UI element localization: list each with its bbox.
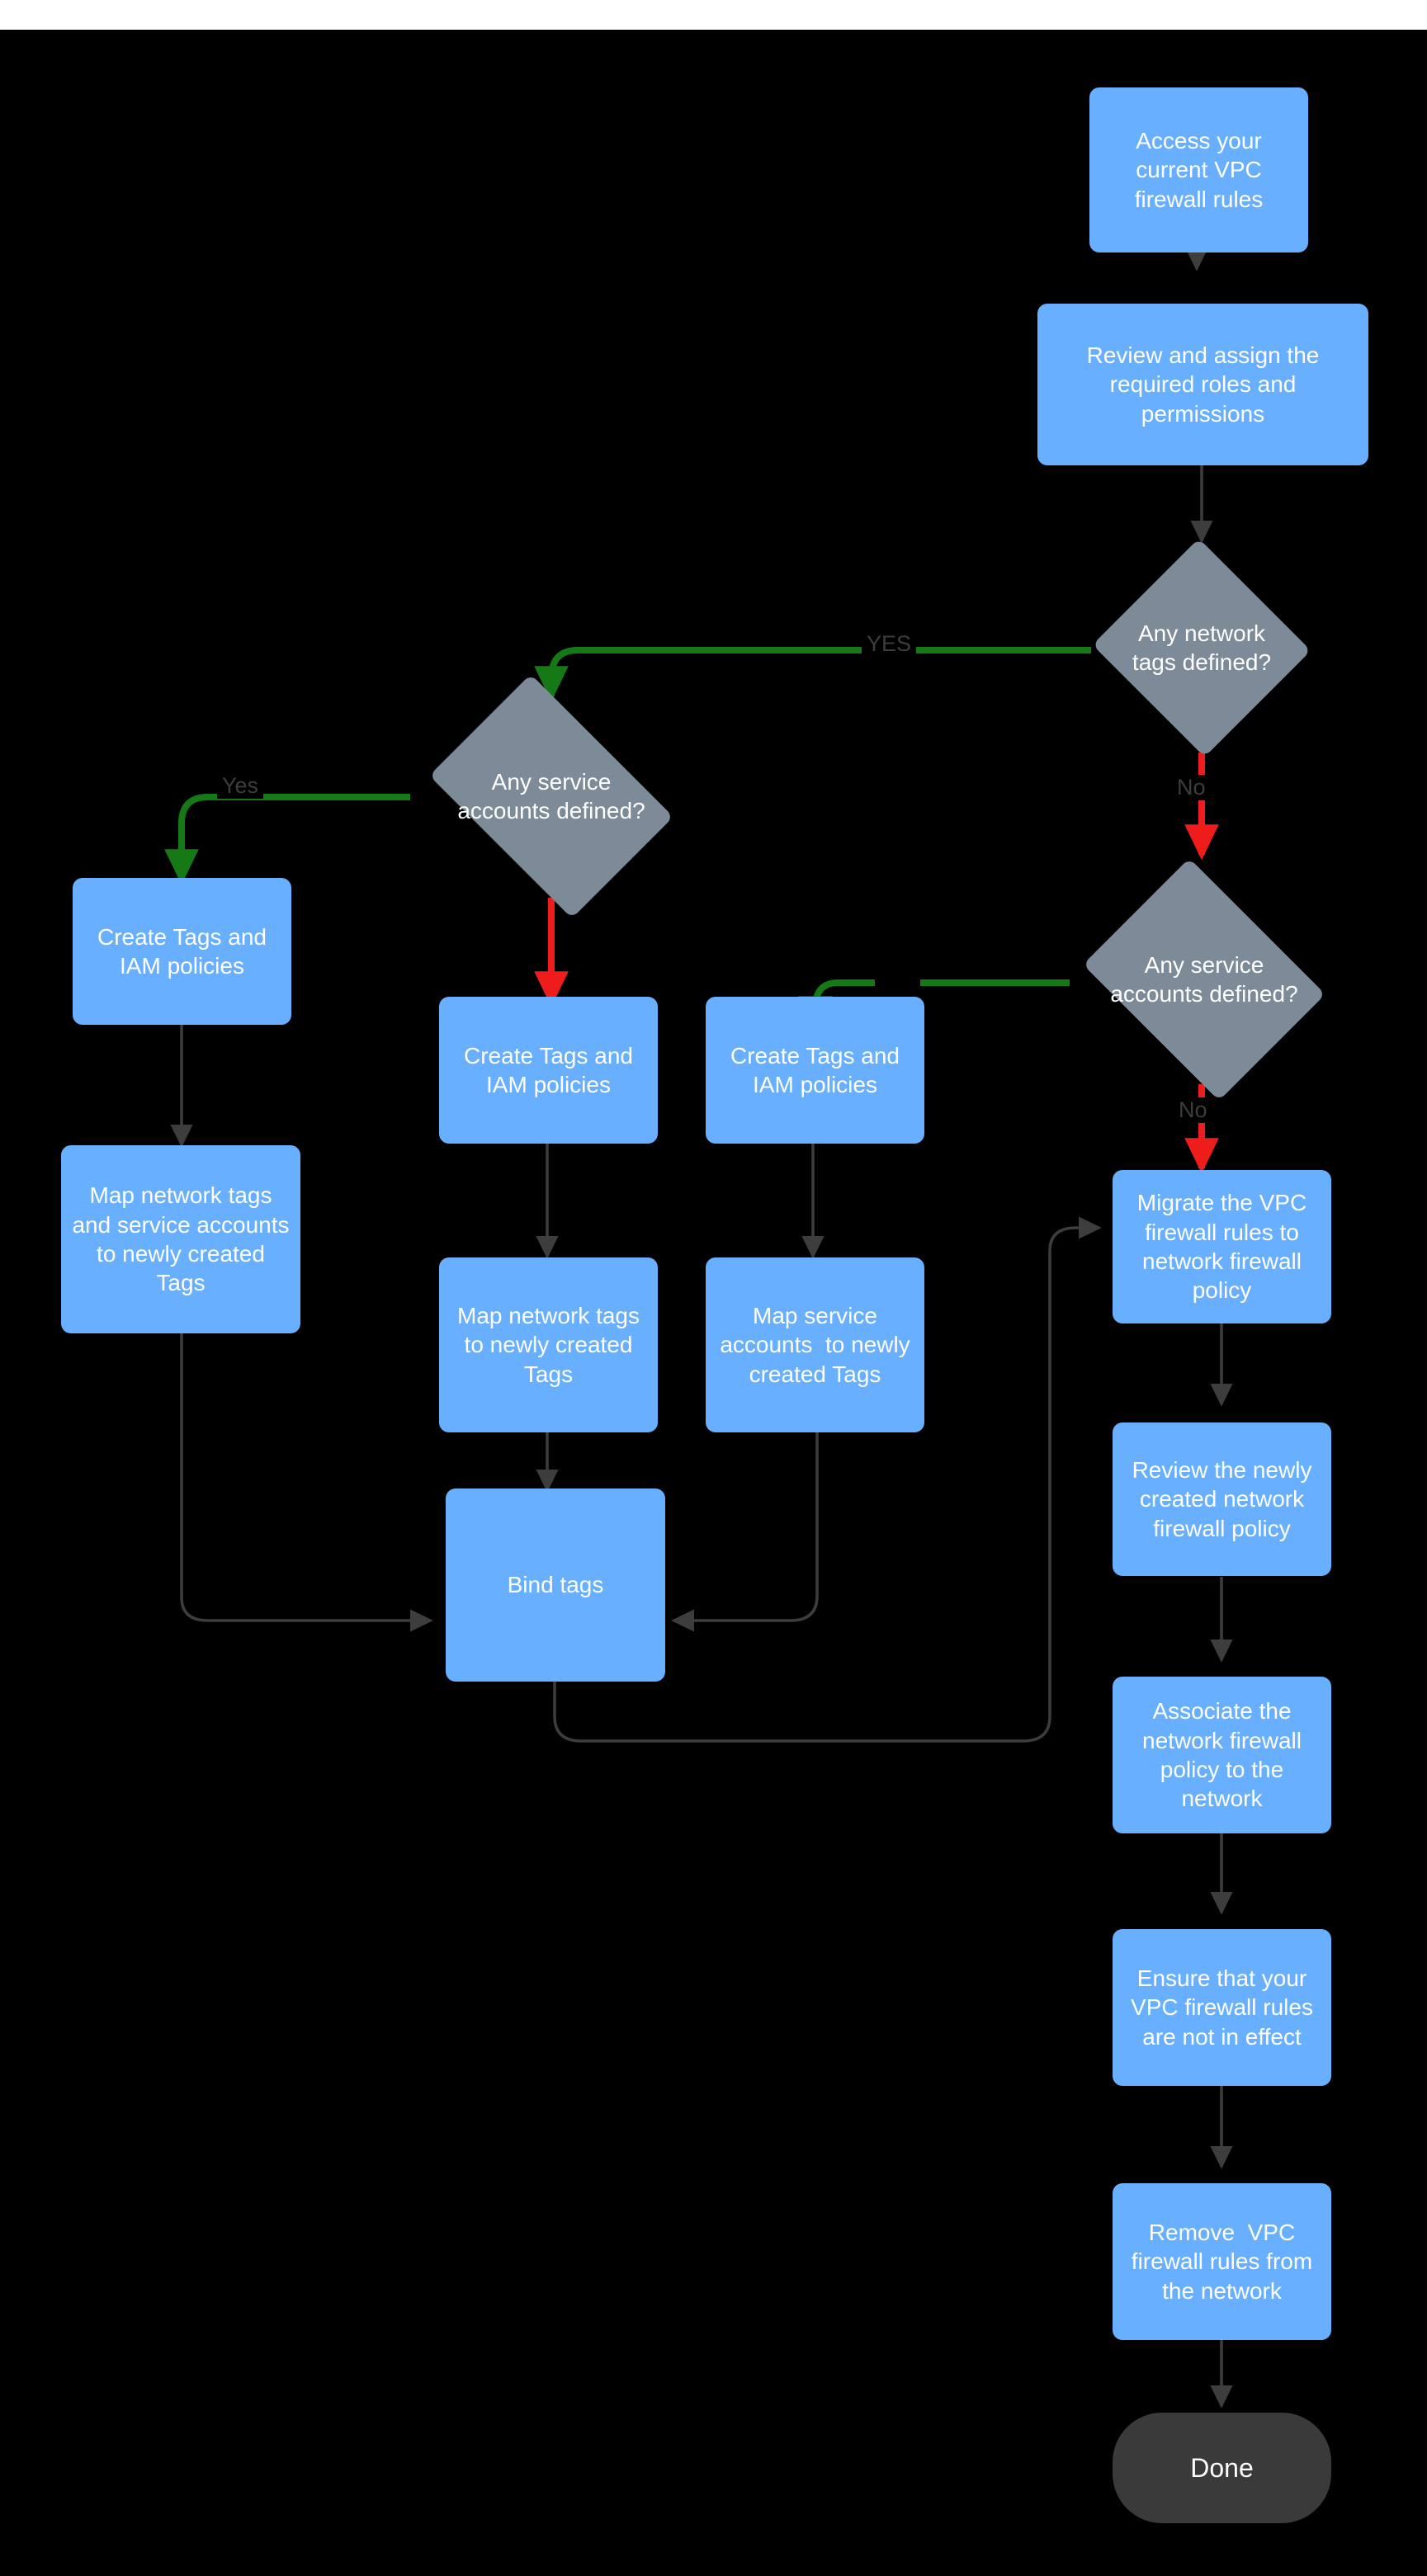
edge-service-decision-left-yes [164,794,410,885]
node-map-service-accounts[interactable]: Map service accounts to newly created Ta… [706,1257,924,1432]
node-review-assign-roles[interactable]: Review and assign the required roles and… [1037,304,1368,465]
node-create-tags-iam-c[interactable]: Create Tags and IAM policies [706,997,924,1144]
node-label: Map network tags and service accounts to… [72,1182,296,1296]
node-decision-network-tags[interactable]: Any network tags defined? [1089,538,1314,757]
node-map-network-tags[interactable]: Map network tags to newly created Tags [439,1257,658,1432]
node-label: Create Tags and IAM policies [730,1042,906,1097]
flowchart-stage: Access your current VPC firewall rules R… [0,30,1427,2576]
node-label: Any network tags defined? [1132,620,1272,675]
node-label: Map service accounts to newly created Ta… [720,1303,917,1387]
edge-map-c-to-bind-tags [671,1432,819,1632]
node-label: Associate the network firewall policy to… [1142,1698,1308,1812]
node-label: Any service accounts defined? [1110,951,1298,1007]
node-label: Create Tags and IAM policies [464,1042,640,1097]
node-decision-service-accounts-right[interactable]: Any service accounts defined? [1068,858,1340,1101]
node-review-new-policy[interactable]: Review the newly created network firewal… [1113,1422,1331,1576]
node-access-vpc-firewall-rules[interactable]: Access your current VPC firewall rules [1089,87,1308,252]
edge-label-text: YES [867,631,912,656]
node-create-tags-iam-a[interactable]: Create Tags and IAM policies [73,878,291,1025]
edge-label-service-accounts-right-no: No [1174,1097,1212,1123]
node-label: Review and assign the required roles and… [1086,342,1326,427]
edge-label-network-tags-no: No [1172,775,1211,800]
node-decision-service-accounts-left[interactable]: Any service accounts defined? [409,674,694,918]
edge-label-service-accounts-left-yes: Yes [217,773,264,799]
node-remove-vpc-rules[interactable]: Remove VPC firewall rules from the netwo… [1113,2183,1331,2340]
node-map-network-tags-and-service-accounts[interactable]: Map network tags and service accounts to… [61,1145,300,1333]
node-done[interactable]: Done [1113,2413,1331,2523]
node-label: Done [1190,2452,1254,2483]
node-label: Map network tags to newly created Tags [457,1303,646,1387]
node-label: Remove VPC firewall rules from the netwo… [1131,2220,1319,2304]
edge-label-network-tags-yes: YES [862,631,917,657]
node-label: Access your current VPC firewall rules [1134,128,1269,212]
edge-label-text: No [1177,775,1206,800]
edge-label-text: Yes [222,773,259,798]
node-label: Any service accounts defined? [457,768,645,823]
edge-tags-decision-yes [534,647,1091,702]
node-create-tags-iam-b[interactable]: Create Tags and IAM policies [439,997,658,1144]
flowchart-edges [164,216,1233,2409]
node-associate-policy-to-network[interactable]: Associate the network firewall policy to… [1113,1677,1331,1833]
edge-label-text: No [1179,1097,1207,1122]
node-migrate-vpc-rules[interactable]: Migrate the VPC firewall rules to networ… [1113,1170,1331,1323]
edge-map-a-to-bind-tags [180,1333,433,1632]
node-label: Migrate the VPC firewall rules to networ… [1136,1190,1313,1304]
node-ensure-rules-not-in-effect[interactable]: Ensure that your VPC firewall rules are … [1113,1929,1331,2086]
node-bind-tags[interactable]: Bind tags [446,1489,665,1682]
node-label: Ensure that your VPC firewall rules are … [1131,1965,1320,2050]
node-label: Bind tags [507,1572,604,1598]
edge-bind-tags-to-migrate [553,1216,1102,1743]
node-label: Create Tags and IAM policies [97,923,273,979]
node-label: Review the newly created network firewal… [1132,1457,1319,1541]
